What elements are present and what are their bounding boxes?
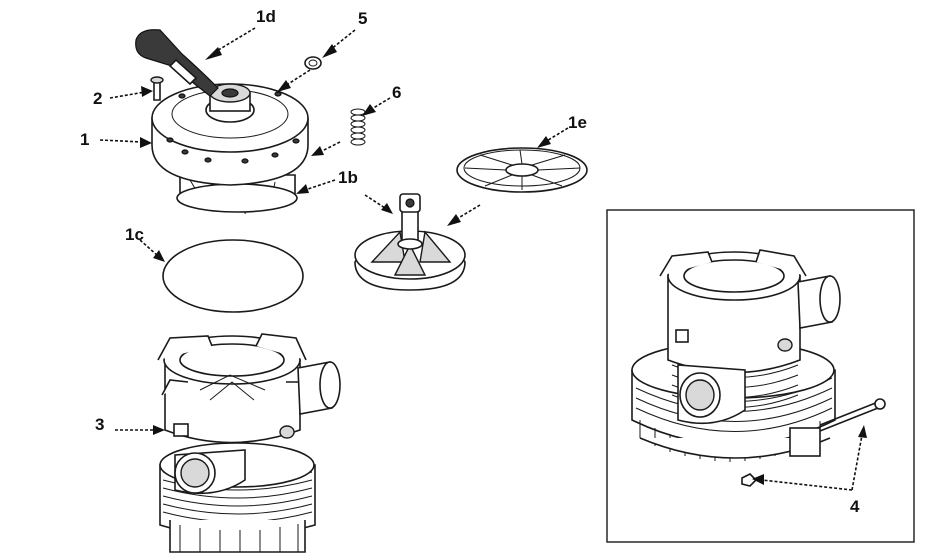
- valve-head-part-1: [135, 29, 309, 215]
- part-labels: 1d 5 2 6 1 1e 1b 1c 3 4: [80, 7, 860, 516]
- label-1b: 1b: [338, 168, 358, 187]
- rotor-assembly: [354, 193, 466, 291]
- o-ring-part-5: [304, 56, 322, 70]
- leader-arrows: [99, 27, 867, 491]
- label-6: 6: [392, 83, 401, 102]
- label-1c: 1c: [125, 225, 144, 244]
- spring-part-6: [350, 108, 366, 146]
- label-5: 5: [358, 9, 367, 28]
- valve-body-part-3: [157, 333, 341, 553]
- label-1e: 1e: [568, 113, 587, 132]
- label-1d: 1d: [256, 7, 276, 26]
- label-2: 2: [93, 89, 102, 108]
- inset-detail-panel: [606, 209, 915, 543]
- label-1: 1: [80, 130, 89, 149]
- label-3: 3: [95, 415, 104, 434]
- large-o-ring-part-1c: [162, 239, 304, 313]
- gasket-part-1e: [456, 147, 588, 193]
- label-4: 4: [850, 497, 860, 516]
